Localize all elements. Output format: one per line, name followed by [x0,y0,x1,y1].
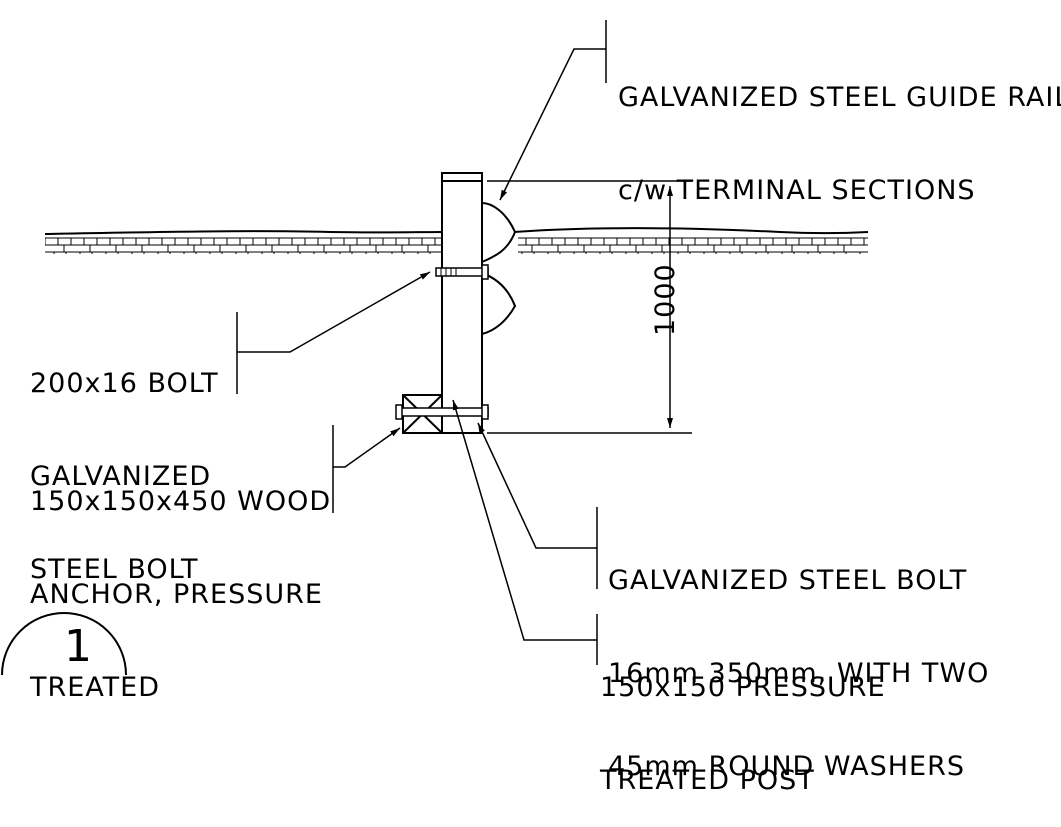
leader-treated-post [452,399,598,665]
callout-line: 150x150 PRESSURE [600,672,886,703]
callout-line: GALVANIZED [30,461,212,492]
callout-line: 150x150x450 WOOD [30,486,332,517]
wood-post [441,172,483,434]
callout-bolt-200: 200x16 BOLT GALVANIZED STEEL BOLT [30,306,219,616]
callout-line: STEEL BOLT [30,554,199,585]
leader-guide-rail [499,20,607,201]
leader-wood-anchor [332,425,401,513]
detail-number: 1 [64,621,92,672]
ground-line-left [44,230,443,235]
ground-line-right [513,227,869,235]
w-beam-rail [481,202,517,335]
upper-bolt [435,264,489,280]
detail-marker [1,612,127,675]
callout-line: GALVANIZED STEEL BOLT [608,565,968,596]
guide-rail-detail-drawing [1,20,869,675]
soil-hatch-right [518,236,868,254]
ground [44,227,869,254]
callout-line: ANCHOR, PRESSURE [30,579,323,610]
callout-guide-rail: GALVANIZED STEEL GUIDE RAIL c/w TERMINAL… [618,20,1061,237]
callout-line: GALVANIZED STEEL GUIDE RAIL [618,82,1061,113]
callout-line: 200x16 BOLT [30,368,219,399]
leader-bolt-200 [236,271,431,394]
callout-line: c/w TERMINAL SECTIONS [618,175,976,206]
callout-line: TREATED [30,672,161,703]
callout-treated-post: 150x150 PRESSURE TREATED POST [600,610,886,827]
callout-line: TREATED POST [600,765,815,796]
leader-bolt-16mm [477,422,598,589]
callout-wood-anchor: 150x150x450 WOOD ANCHOR, PRESSURE TREATE… [30,424,331,734]
dimension-label: 1000 [650,263,681,336]
soil-hatch-left [45,236,442,254]
lower-bolt [395,404,489,420]
height-dimension [487,180,692,434]
